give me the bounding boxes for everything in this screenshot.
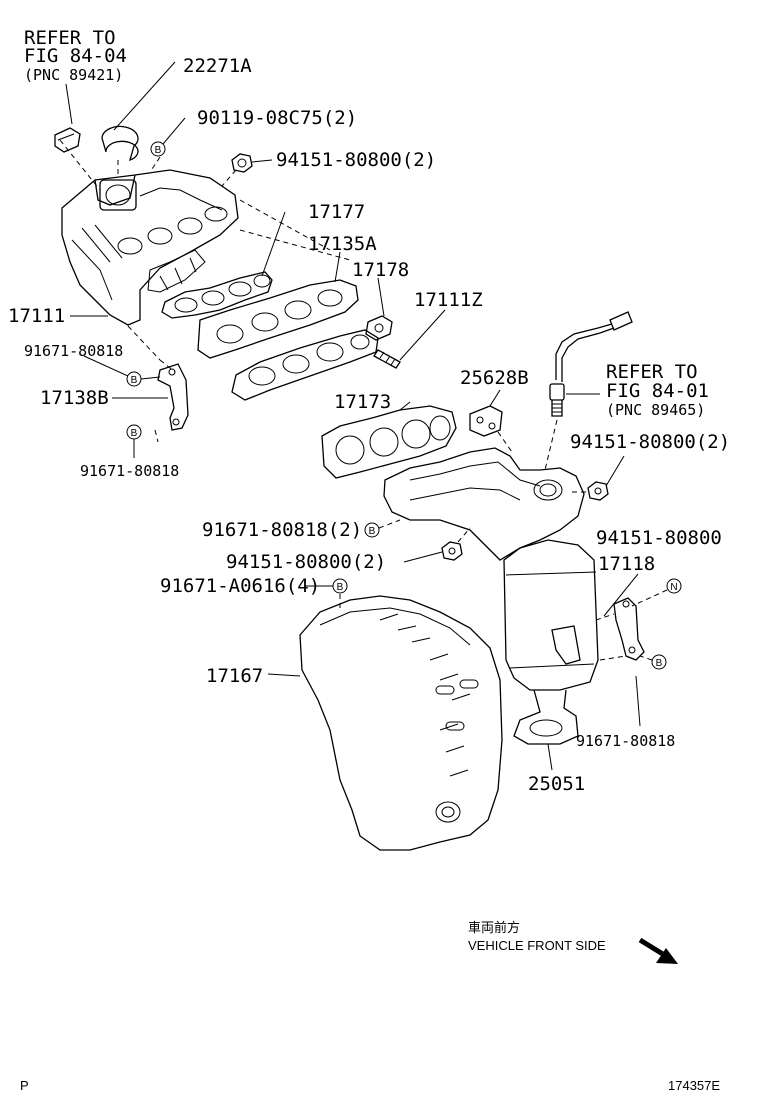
gasket-17177 xyxy=(161,211,286,319)
marker-b-text: B xyxy=(155,145,162,156)
gasket-25628B xyxy=(469,389,513,453)
nut-94151-low xyxy=(403,527,471,563)
oxygen-sensor-part xyxy=(544,311,633,471)
label-25628B: 25628B xyxy=(460,367,529,389)
label-17138B: 17138B xyxy=(40,387,109,409)
label-91671-80818-a: 91671-80818 xyxy=(24,342,123,360)
refer-fig-84-04: REFER TO FIG 84-04 (PNC 89421) xyxy=(24,27,127,84)
marker-b-91671-A0616: B xyxy=(304,578,348,608)
label-17167: 17167 xyxy=(206,665,263,687)
marker-b-91671-b: B xyxy=(126,424,142,458)
label-94151-top: 94151-80800(2) xyxy=(276,149,436,171)
label-91671-80818-d: 91671-80818 xyxy=(576,732,675,750)
marker-b-text: B xyxy=(131,375,138,386)
refer-top-line1: REFER TO xyxy=(24,27,116,49)
stud-17111Z xyxy=(373,309,446,369)
marker-b-91671-d: B xyxy=(635,654,667,727)
label-17173: 17173 xyxy=(334,391,391,413)
gasket-17135A xyxy=(197,251,359,359)
label-94151-single: 94151-80800 xyxy=(596,527,722,549)
label-17177: 17177 xyxy=(308,201,365,223)
marker-b-91671-a: B xyxy=(83,355,161,387)
refer-top-line2: FIG 84-04 xyxy=(24,45,127,67)
heat-insulator-17167 xyxy=(267,595,503,851)
label-94151-mid: 94151-80800(2) xyxy=(570,431,730,453)
direction-japanese: 車両前方 xyxy=(468,920,520,935)
marker-b-text: B xyxy=(337,582,344,593)
label-22271A: 22271A xyxy=(183,55,252,77)
refer-fig-84-01: REFER TO FIG 84-01 (PNC 89465) xyxy=(606,361,709,419)
vehicle-front-indicator: 車両前方 VEHICLE FRONT SIDE xyxy=(468,920,678,964)
plate-17178 xyxy=(365,277,393,341)
gasket-17173 xyxy=(321,401,457,479)
label-17111: 17111 xyxy=(8,305,65,327)
marker-n: N xyxy=(631,578,682,607)
label-91671-A0616: 91671-A0616(4) xyxy=(160,575,320,597)
marker-b-text: B xyxy=(131,428,138,439)
marker-b-90119: B xyxy=(150,117,186,157)
gasket-exhaust-upper xyxy=(231,329,379,401)
marker-b-91671-c: B xyxy=(364,519,401,538)
direction-english: VEHICLE FRONT SIDE xyxy=(468,938,606,953)
nut-94151-right xyxy=(572,455,625,501)
label-91671-80818-b: 91671-80818 xyxy=(80,462,179,480)
arrow-down-right-icon xyxy=(638,937,678,964)
label-90119-08C75: 90119-08C75(2) xyxy=(197,107,357,129)
label-94151-low: 94151-80800(2) xyxy=(226,551,386,573)
marker-b-text: B xyxy=(656,658,663,669)
figure-number: 174357E xyxy=(668,1078,720,1093)
bracket-17118 xyxy=(595,573,645,661)
exhaust-manifold-25051 xyxy=(383,447,599,771)
label-17111Z: 17111Z xyxy=(414,289,483,311)
gasket-22271A xyxy=(101,61,176,162)
label-25051: 25051 xyxy=(528,773,585,795)
marker-n-text: N xyxy=(670,582,677,593)
refer-right-line3: (PNC 89465) xyxy=(606,401,705,419)
label-17135A: 17135A xyxy=(308,233,377,255)
intake-manifold-17111 xyxy=(61,169,239,326)
corner-left-code: P xyxy=(20,1078,29,1093)
refer-right-line1: REFER TO xyxy=(606,361,698,383)
nut-94151-top xyxy=(231,153,273,173)
label-17178: 17178 xyxy=(352,259,409,281)
bracket-17138B xyxy=(112,363,189,431)
refer-top-line3: (PNC 89421) xyxy=(24,66,123,84)
marker-b-text: B xyxy=(369,526,376,537)
label-17118: 17118 xyxy=(598,553,655,575)
label-91671-80818-c: 91671-80818(2) xyxy=(202,519,362,541)
refer-right-line2: FIG 84-01 xyxy=(606,380,709,402)
map-sensor-part xyxy=(54,83,81,153)
